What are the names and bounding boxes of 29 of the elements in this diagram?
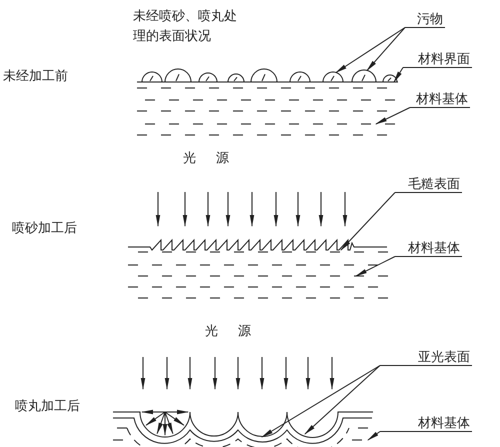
substrate-hatching <box>136 88 396 136</box>
dimpled-surface <box>112 412 374 438</box>
leader-label: 材料基体 <box>395 241 462 257</box>
leader-line <box>261 365 380 438</box>
leader-line <box>304 365 380 435</box>
leader-label: 污物 <box>405 12 445 28</box>
stage-label: 未经加工前 <box>3 69 68 85</box>
leader-line <box>366 27 406 72</box>
stage-label: 喷丸加工后 <box>15 399 80 415</box>
dirt-particle <box>322 72 344 82</box>
leader-line <box>375 107 410 124</box>
substrate-hatching <box>352 428 368 440</box>
leader-line <box>355 256 396 276</box>
substrate-hatching <box>128 252 388 298</box>
leader-line <box>367 431 380 441</box>
rough-surface <box>128 238 388 251</box>
leader-label: 材料基体 <box>410 92 470 108</box>
caption-text: 未经喷砂、喷丸处理的表面状况 <box>133 8 238 46</box>
leader-label: 材料基体 <box>380 416 472 432</box>
leader-line <box>340 192 396 251</box>
leader-line <box>393 67 404 83</box>
leader-line <box>335 27 406 74</box>
light-source-label: 光源 <box>205 324 271 340</box>
stage-label: 喷砂加工后 <box>12 221 77 237</box>
leader-label: 材料界面 <box>403 52 472 68</box>
dirt-particle <box>352 70 376 82</box>
leader-label: 亚光表面 <box>380 350 472 366</box>
light-source-label: 光源 <box>183 151 249 167</box>
leader-label: 毛糙表面 <box>395 177 462 193</box>
